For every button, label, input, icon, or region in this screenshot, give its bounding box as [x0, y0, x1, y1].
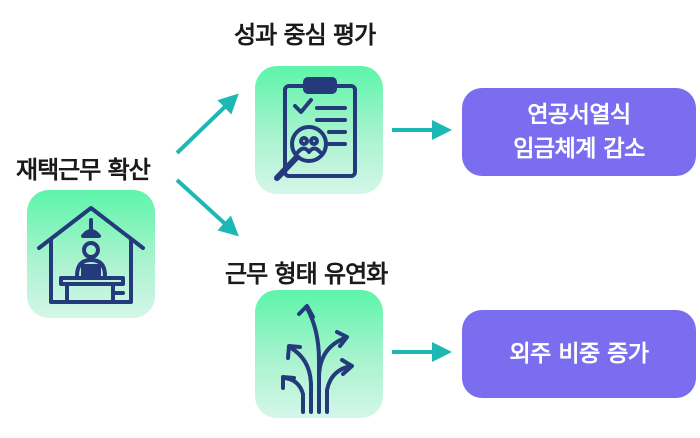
result-salary-system: 연공서열식 임금체계 감소 [462, 88, 696, 176]
source-tile [27, 190, 155, 318]
clipboard-evaluation-icon [274, 77, 357, 181]
arrow-to-evaluation [175, 93, 239, 155]
result-line: 임금체계 감소 [513, 136, 645, 162]
remote-work-house-icon [37, 206, 145, 304]
branch-evaluation-tile [255, 66, 383, 194]
branch-flexible-label: 근무 형태 유연화 [225, 260, 388, 288]
result-line: 연공서열식 [527, 102, 631, 128]
branching-arrows-icon [281, 304, 354, 414]
result-line: 외주 비중 증가 [509, 341, 649, 367]
result-outsourcing: 외주 비중 증가 [462, 310, 696, 398]
source-label: 재택근무 확산 [16, 156, 151, 184]
branch-flexible-tile [255, 290, 383, 418]
branch-evaluation-label: 성과 중심 평가 [234, 21, 376, 49]
arrow-to-flexible [175, 178, 239, 237]
